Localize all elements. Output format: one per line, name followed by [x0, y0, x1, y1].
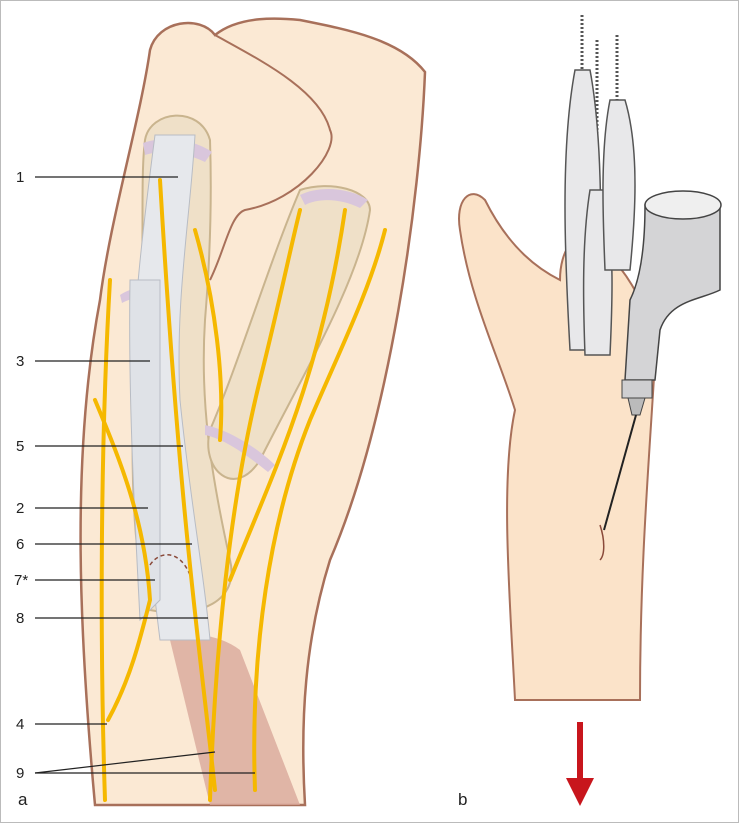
nerves [93, 178, 387, 802]
joint-cartilage [300, 188, 368, 208]
callout-2: 2 [16, 500, 24, 517]
thumb-outline [209, 34, 333, 281]
callout-lines [34, 176, 255, 774]
traction-arrow-icon [566, 722, 594, 806]
wrist-incision [599, 524, 605, 561]
panel-label-b: b [458, 790, 467, 809]
callout-7: 7* [14, 572, 28, 589]
arthroscope [603, 190, 722, 531]
callout-5: 5 [16, 438, 24, 455]
callout-9: 9 [16, 765, 24, 782]
callout-3: 3 [16, 353, 24, 370]
callout-1: 1 [16, 169, 24, 186]
panel-label-a: a [18, 790, 28, 809]
dashed-outline [149, 554, 191, 576]
joint-cartilage [205, 425, 275, 472]
callout-8: 8 [16, 610, 24, 627]
finger-traps [564, 69, 636, 356]
tendon-sheath [129, 279, 161, 622]
callout-4: 4 [16, 716, 24, 733]
panel-b-drawing [458, 15, 722, 806]
panel-a-drawing [79, 17, 427, 807]
callout-6: 6 [16, 536, 24, 553]
